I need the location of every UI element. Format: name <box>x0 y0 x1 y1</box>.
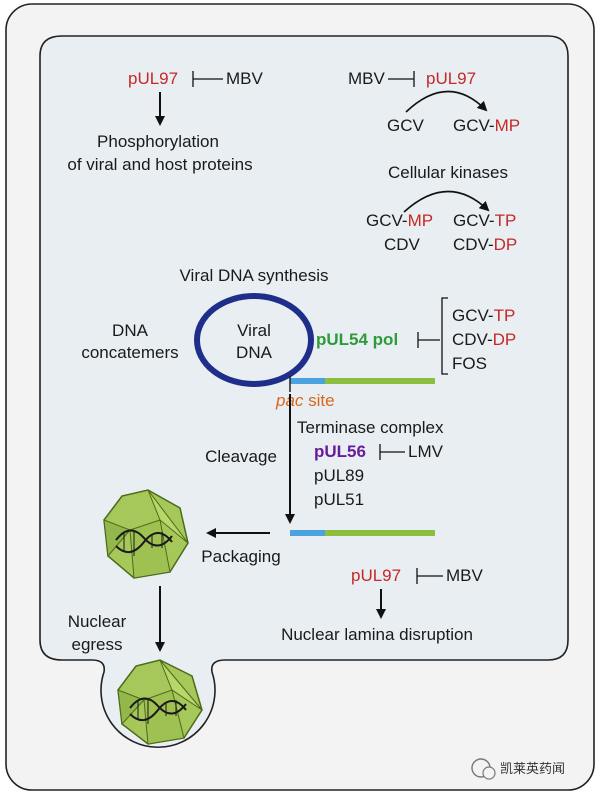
kinases-out-2: CDV-DP <box>453 235 517 254</box>
kinases-in-1: GCV-MP <box>366 211 433 230</box>
kinases-label: Cellular kinases <box>388 163 508 182</box>
egress-label-2: egress <box>71 635 122 654</box>
tr-product: GCV-MP <box>453 116 520 135</box>
cleavage-label: Cleavage <box>205 447 277 466</box>
tl-protein: pUL97 <box>128 69 178 88</box>
tr-substrate: GCV <box>387 116 425 135</box>
tl-outcome-2: of viral and host proteins <box>67 155 252 174</box>
tl-inhibitor: MBV <box>226 69 264 88</box>
tr-curved-arrow <box>405 90 488 113</box>
tl-outcome-1: Phosphorylation <box>97 132 219 151</box>
tr-inhibitor: MBV <box>348 69 386 88</box>
capsid-egress-icon <box>117 659 203 745</box>
viral-dna-label-1: Viral <box>237 321 271 340</box>
terminase-inhibitor: LMV <box>408 442 444 461</box>
tr-protein: pUL97 <box>426 69 476 88</box>
pol-inhibitor-1: GCV-TP <box>452 306 515 325</box>
pol-inhibitor-3: FOS <box>452 354 487 373</box>
synthesis-title: Viral DNA synthesis <box>180 266 329 285</box>
watermark-text: 凯莱英药闻 <box>500 761 565 776</box>
lamina-protein: pUL97 <box>351 566 401 585</box>
terminase-subunit-3: pUL51 <box>314 490 364 509</box>
pol-inhibitor-2: CDV-DP <box>452 330 516 349</box>
viral-dna-label-2: DNA <box>236 343 273 362</box>
watermark: 凯莱英药闻 <box>471 758 565 780</box>
packaging-label: Packaging <box>201 547 280 566</box>
capsid-icon <box>103 489 189 579</box>
viral-dna-loop <box>194 293 314 387</box>
terminase-subunit-2: pUL89 <box>314 466 364 485</box>
kinases-curved-arrow <box>403 190 490 213</box>
polymerase-label: pUL54 pol <box>316 330 398 349</box>
concatemers-label-2: concatemers <box>81 343 178 362</box>
lamina-outcome: Nuclear lamina disruption <box>281 625 473 644</box>
terminase-subunit-1: pUL56 <box>314 442 366 461</box>
concatemers-label-1: DNA <box>112 321 149 340</box>
kinases-in-2: CDV <box>384 235 421 254</box>
kinases-out-1: GCV-TP <box>453 211 516 230</box>
pac-site-label: pac site <box>275 391 335 410</box>
pol-inhibitor-bracket <box>441 297 448 375</box>
lamina-inhibitor: MBV <box>446 566 484 585</box>
terminase-title: Terminase complex <box>297 418 444 437</box>
egress-label-1: Nuclear <box>68 612 127 631</box>
